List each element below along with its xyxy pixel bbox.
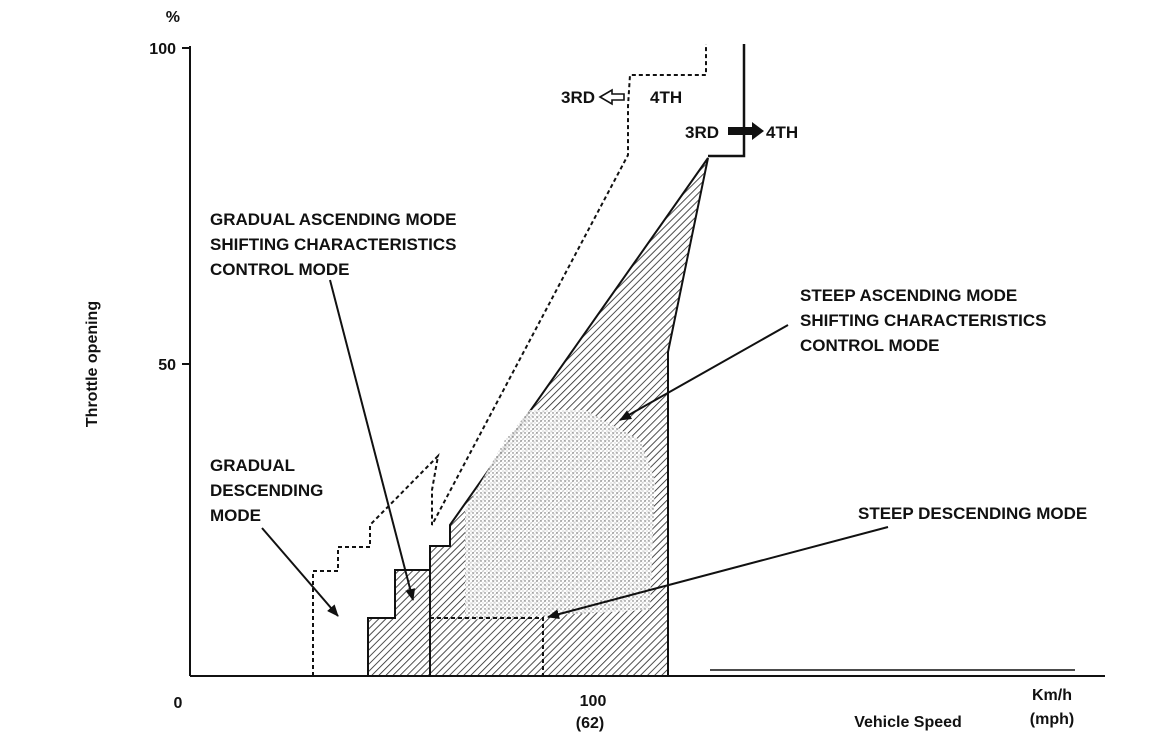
origin-label: 0	[174, 695, 183, 712]
gradual-ascending-label-1: GRADUAL ASCENDING MODE	[210, 210, 457, 229]
gradual-ascending-label-2: SHIFTING CHARACTERISTICS	[210, 235, 457, 254]
gradual-descending-label-3: MODE	[210, 506, 261, 525]
steep-ascending-pointer	[619, 324, 789, 421]
gradual-descending-label-2: DESCENDING	[210, 481, 323, 500]
x-unit-mph-label: (mph)	[1030, 711, 1074, 728]
y-tick-label-50: 50	[158, 357, 176, 374]
downshift-from-label: 3RD	[561, 88, 595, 107]
gradual-descending-region	[367, 569, 431, 677]
upshift-from-label: 3RD	[685, 123, 719, 142]
gradual-ascending-pointer	[329, 279, 416, 601]
y-axis-title: Throttle opening	[84, 301, 101, 427]
steep-descending-label: STEEP DESCENDING MODE	[858, 504, 1087, 523]
steep-descending-pointer	[547, 526, 889, 620]
steep-ascending-label-1: STEEP ASCENDING MODE	[800, 286, 1017, 305]
upshift-arrow-icon	[728, 122, 764, 140]
y-tick-label-100: 100	[149, 41, 176, 58]
downshift-line	[312, 44, 707, 676]
steep-ascending-label-3: CONTROL MODE	[800, 336, 939, 355]
x-tick-label-100: 100	[580, 693, 607, 710]
steep-descending-boundary	[430, 617, 544, 676]
y-unit-label: %	[166, 9, 180, 26]
gradual-ascending-label-3: CONTROL MODE	[210, 260, 349, 279]
steep-ascending-label-2: SHIFTING CHARACTERISTICS	[800, 311, 1047, 330]
downshift-to-label: 4TH	[650, 88, 682, 107]
gradual-descending-pointer	[261, 527, 339, 617]
upshift-line	[708, 44, 746, 158]
upshift-to-label: 4TH	[766, 123, 798, 142]
steep-descending-dotted-area	[465, 410, 655, 620]
x-axis-title: Vehicle Speed	[854, 714, 962, 731]
x-tick-label-100-mph: (62)	[576, 715, 604, 732]
gradual-descending-label-1: GRADUAL	[210, 456, 295, 475]
x-unit-label: Km/h	[1032, 687, 1072, 704]
downshift-arrow-icon	[598, 88, 625, 106]
